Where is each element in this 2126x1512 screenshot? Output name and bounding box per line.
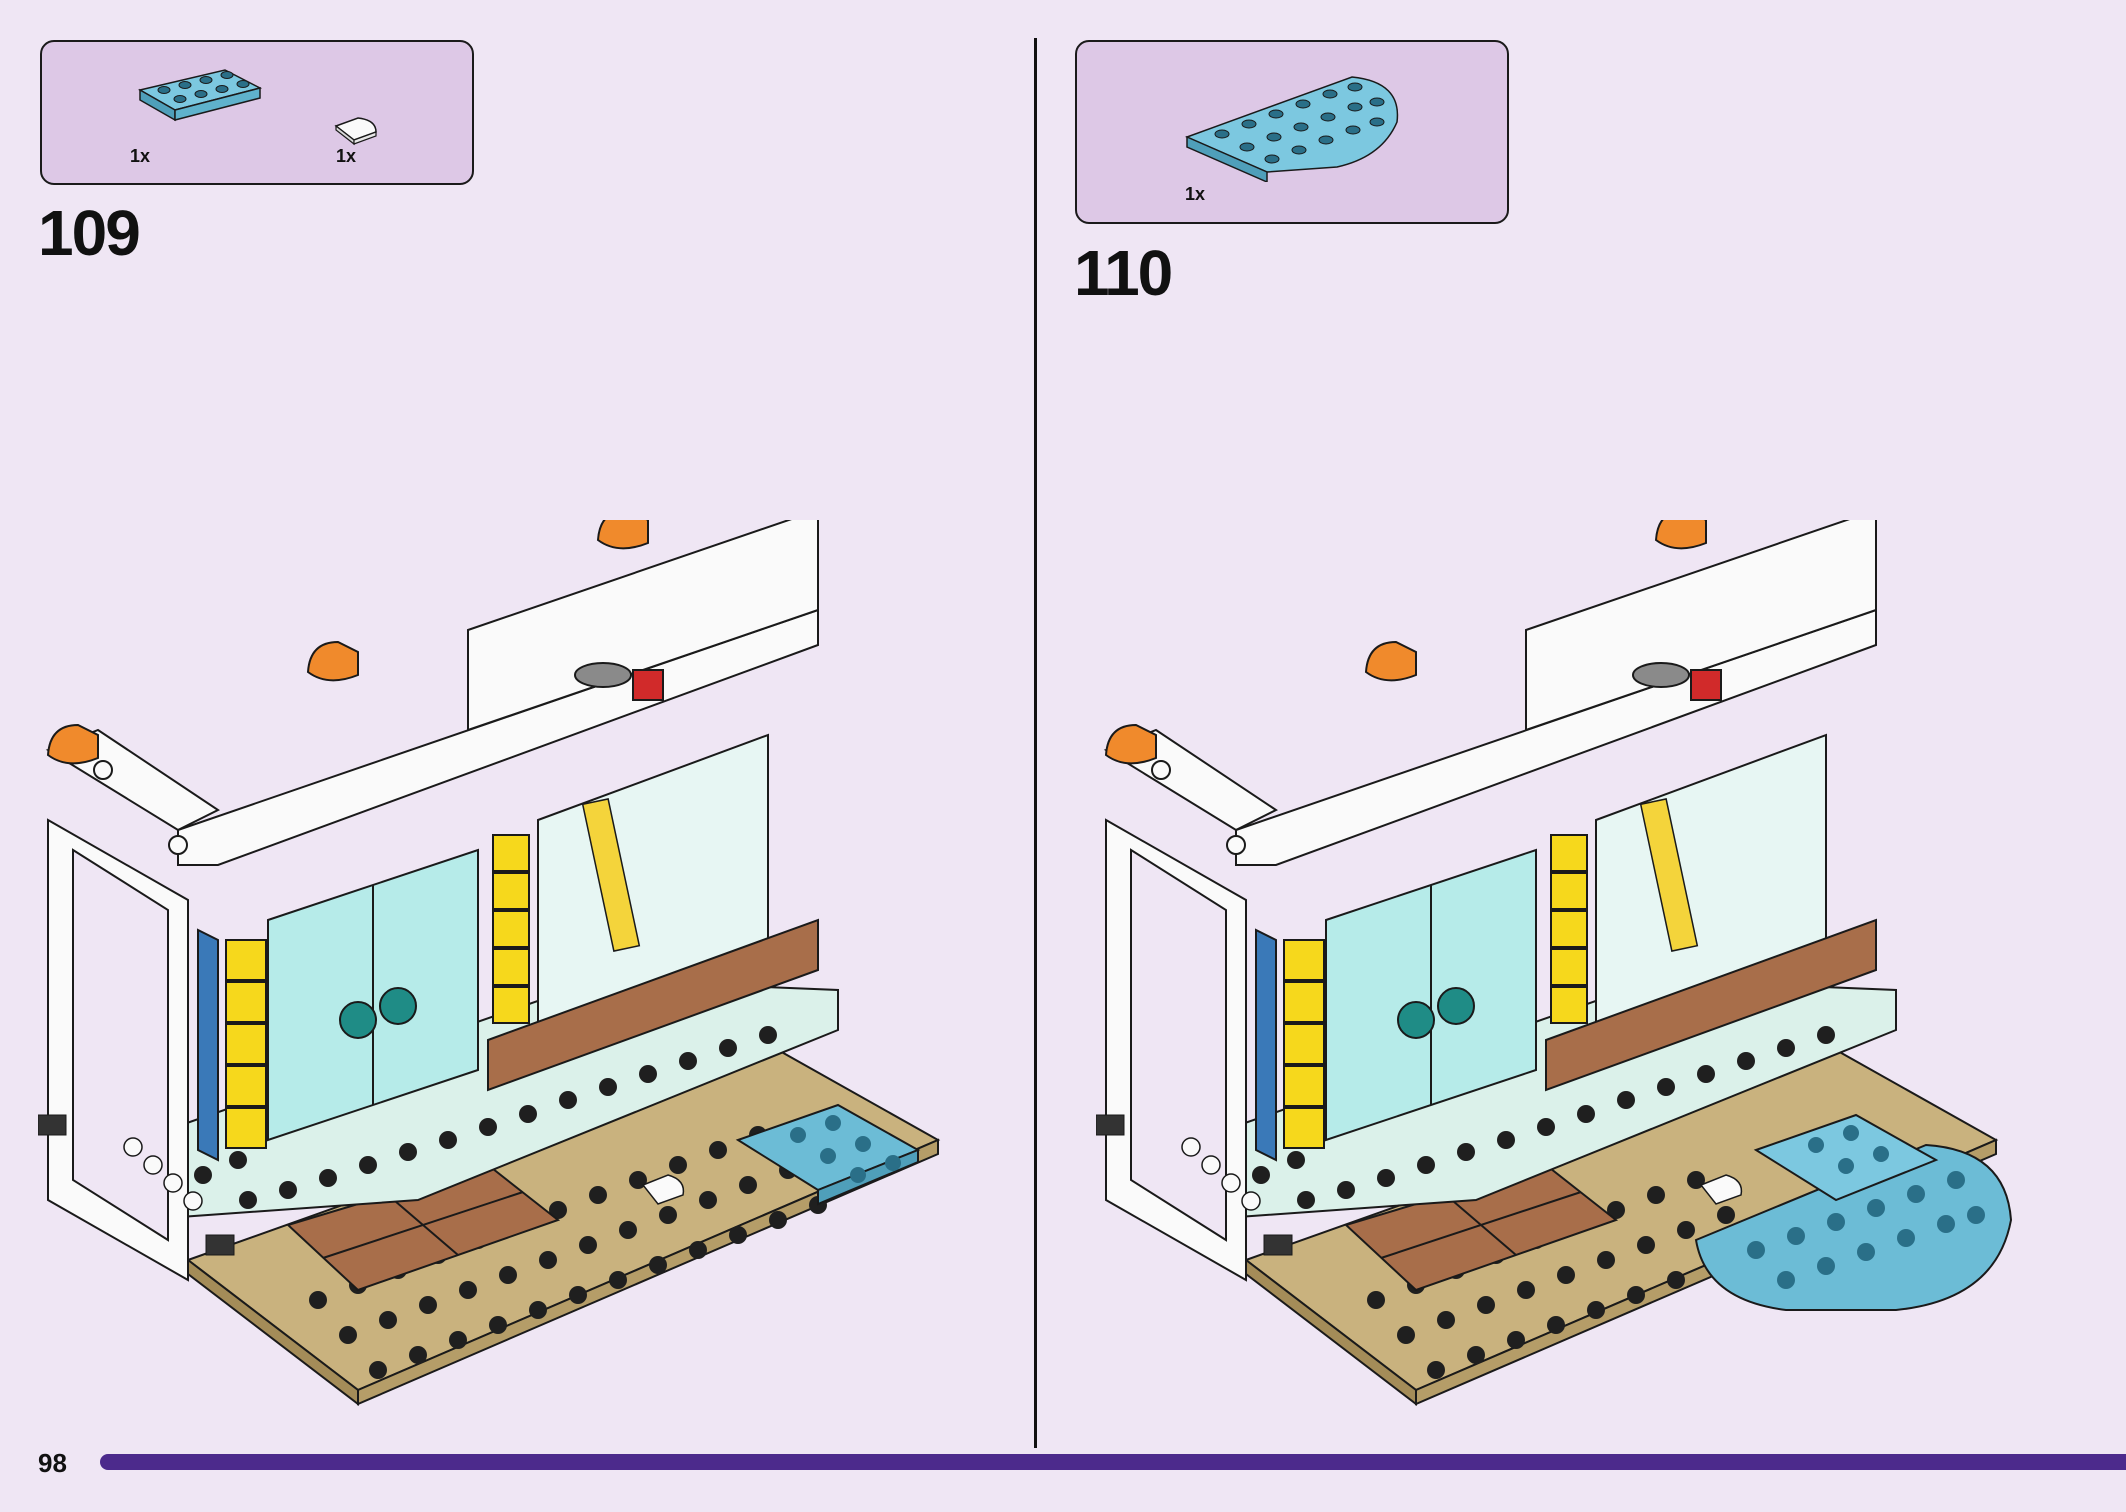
part-quantity: 1x [130,146,151,166]
step-110: 1x 110 [1036,0,2126,1450]
step-109: 1x 1x 109 [0,0,1035,1450]
parts-callout: 1x [1075,40,1509,224]
step-divider [1034,38,1037,1448]
parts-callout: 1x 1x [40,40,474,185]
part-quantity: 1x [336,146,357,166]
white-tile-quarter-round-icon [332,110,382,146]
build-illustration [37,508,958,1415]
page-number: 98 [38,1448,67,1478]
part-quantity: 1x [1185,184,1206,204]
step-number: 110 [1074,237,1173,309]
step-number: 109 [38,197,141,269]
build-illustration [1095,508,2086,1415]
blue-half-round-plate-icon [1177,62,1407,182]
footer-progress-bar [100,1454,2126,1470]
blue-plate-2x4-icon [130,60,270,130]
